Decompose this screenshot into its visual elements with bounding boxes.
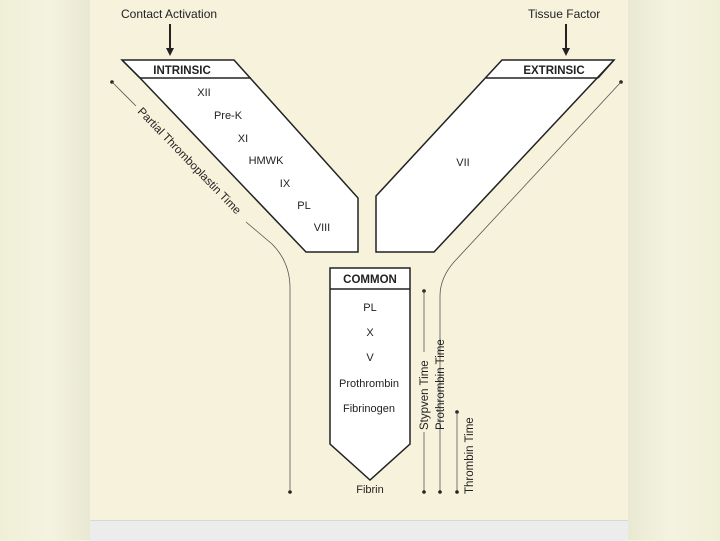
intrinsic-factor: XI — [238, 133, 248, 145]
intrinsic-factor: VIII — [314, 222, 331, 234]
intrinsic-factor: HMWK — [249, 155, 284, 167]
common-factor: PL — [363, 302, 376, 314]
common-factor: Fibrinogen — [343, 403, 395, 415]
common-pathway: COMMON PL X V Prothrombin Fibrinogen — [329, 267, 411, 482]
common-title: COMMON — [343, 274, 397, 286]
fibrin-label: Fibrin — [356, 484, 384, 496]
common-factor: V — [366, 352, 374, 364]
intrinsic-factor: XII — [197, 87, 210, 99]
bottom-strip — [90, 520, 628, 541]
stypven-label: Stypven Time — [419, 360, 431, 430]
pt-measure-line: Prothrombin Time — [435, 80, 623, 494]
pt-label: Prothrombin Time — [435, 339, 447, 430]
thrombin-time-label: Thrombin Time — [464, 417, 476, 494]
right-backdrop — [628, 0, 720, 540]
left-backdrop — [0, 0, 90, 540]
intrinsic-factor: IX — [280, 178, 291, 190]
intrinsic-pathway: INTRINSIC XII Pre-K XI HMWK IX PL VIII — [120, 59, 359, 253]
intrinsic-factor: PL — [297, 200, 310, 212]
contact-activation-label: Contact Activation — [121, 7, 217, 21]
extrinsic-factor: VII — [456, 157, 469, 169]
extrinsic-title: EXTRINSIC — [523, 65, 584, 77]
thrombin-time-bracket: Thrombin Time — [455, 410, 476, 494]
extrinsic-pathway: EXTRINSIC VII — [375, 59, 616, 253]
stypven-time-bracket: Stypven Time — [419, 289, 431, 494]
intrinsic-title: INTRINSIC — [153, 65, 211, 77]
tissue-factor-label: Tissue Factor — [528, 7, 600, 21]
common-factor: X — [366, 327, 374, 339]
common-factor: Prothrombin — [339, 378, 399, 390]
intrinsic-factor: Pre-K — [214, 110, 243, 122]
